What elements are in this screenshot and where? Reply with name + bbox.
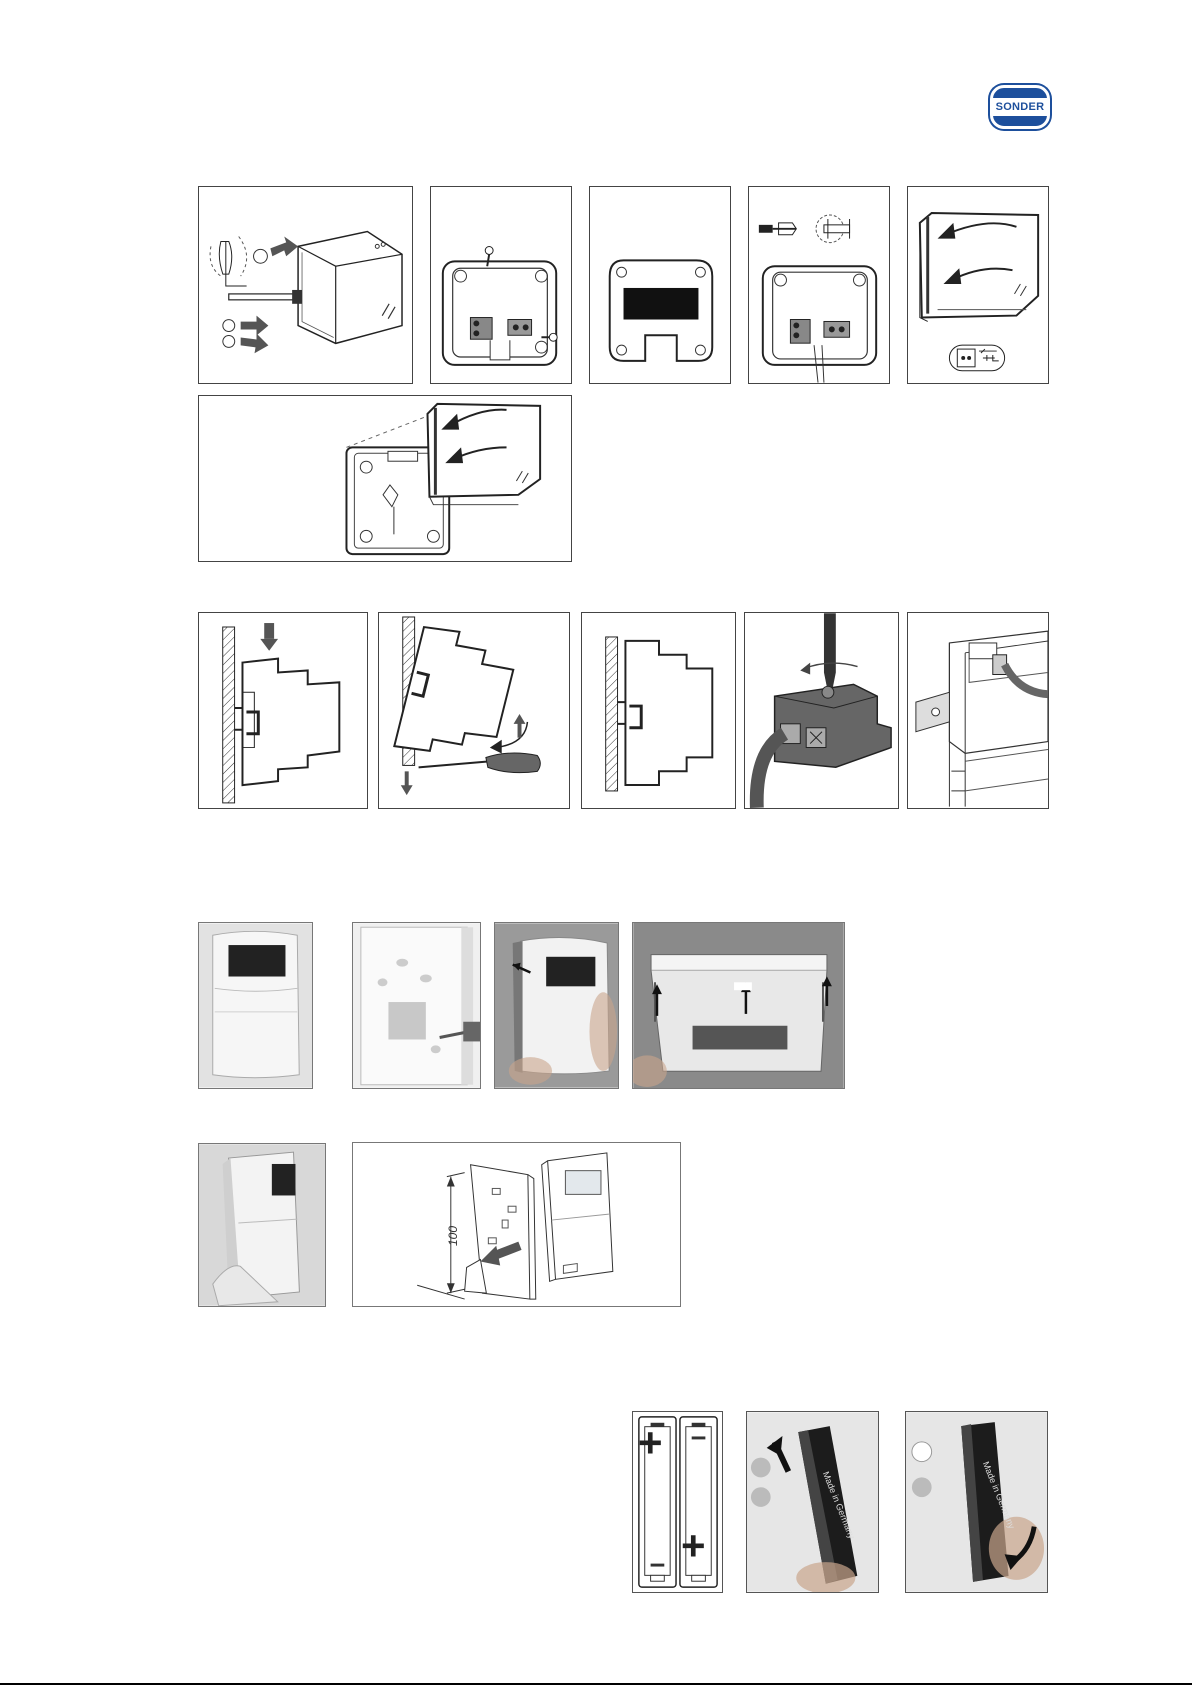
figure-wall-unit-open	[632, 922, 845, 1089]
screwdriver-icon	[199, 187, 412, 383]
figure-battery-press	[905, 1411, 1048, 1593]
figure-display-back	[589, 186, 731, 384]
figure-clip-on-rail	[198, 612, 368, 809]
screwdriver-icon	[379, 613, 569, 808]
figure-mount-on-junction-box	[198, 395, 572, 562]
figure-wire-strip	[748, 186, 890, 384]
dimension-label: 100	[446, 1226, 460, 1246]
sonder-logo: SONDER	[990, 85, 1050, 129]
logo-text: SONDER	[996, 101, 1045, 113]
rail-icon	[582, 613, 735, 808]
figure-wall-plate-screw	[352, 922, 481, 1089]
battery-plus-top: +	[638, 1422, 663, 1464]
figure-release-from-rail	[378, 612, 570, 809]
cable-icon	[908, 613, 1048, 808]
figure-base-screws	[430, 186, 572, 384]
figure-wired-module	[907, 612, 1049, 809]
figure-wall-unit-front	[198, 922, 313, 1089]
figure-terminal-screw	[744, 612, 899, 809]
figure-close-cover	[907, 186, 1049, 384]
figure-battery-insert	[746, 1411, 879, 1593]
figure-stand-drawing	[352, 1142, 681, 1307]
arrow-icon	[199, 396, 571, 561]
display-icon	[590, 187, 730, 383]
figure-remove-cover	[198, 186, 413, 384]
screw-icon	[431, 187, 571, 383]
figure-wall-unit-release	[494, 922, 619, 1089]
figure-mounted-on-rail	[581, 612, 736, 809]
screwdriver-icon	[745, 613, 898, 808]
arrow-down-icon	[199, 613, 367, 808]
figure-stand-photo	[198, 1143, 326, 1307]
wire-icon	[749, 187, 889, 383]
battery-plus-bottom: +	[681, 1525, 706, 1567]
arrow-icon	[908, 187, 1048, 383]
